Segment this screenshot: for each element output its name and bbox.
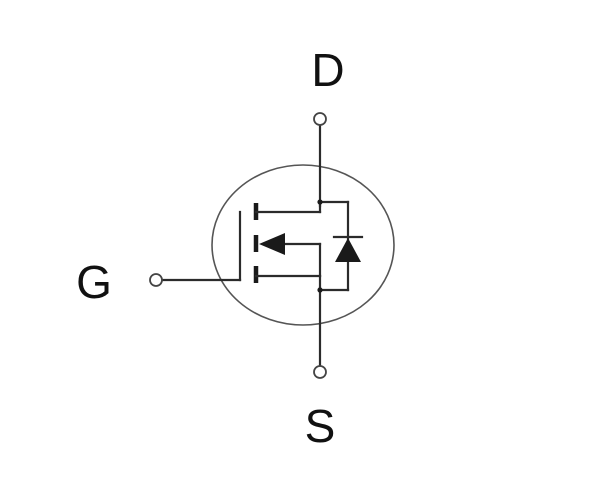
diode-triangle-icon xyxy=(335,238,361,262)
gate-label: G xyxy=(76,256,112,308)
drain-terminal-circle xyxy=(313,112,327,126)
drain-label: D xyxy=(311,44,344,96)
source-junction-dot xyxy=(317,287,323,293)
body-arrow-icon xyxy=(259,233,285,255)
source-terminal-circle xyxy=(313,365,327,379)
device-envelope-circle xyxy=(211,164,395,326)
drain-junction-dot xyxy=(317,199,323,205)
gate-terminal-circle xyxy=(149,273,163,287)
source-label: S xyxy=(305,400,336,452)
